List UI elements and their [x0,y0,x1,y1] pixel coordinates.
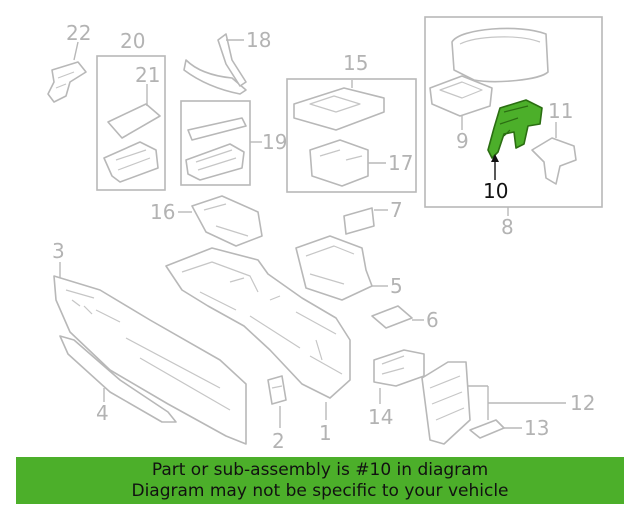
callout-11: 11 [548,99,573,123]
group-box-8 [424,16,603,208]
part-9[interactable] [429,75,493,117]
callout-9: 9 [456,129,469,153]
part-22[interactable] [47,61,87,103]
callout-14: 14 [368,405,393,429]
callout-17: 17 [388,151,413,175]
part-8-lid[interactable] [451,27,549,83]
part-17[interactable] [309,139,369,187]
callout-21: 21 [135,63,160,87]
part-18[interactable] [183,33,247,95]
part-16[interactable] [191,195,263,247]
part-3[interactable] [53,275,247,445]
callout-13: 13 [524,416,549,440]
part-11[interactable] [531,137,577,185]
banner-line-2: Diagram may not be specific to your vehi… [131,480,509,501]
part-14[interactable] [373,349,425,387]
part-1[interactable] [165,247,351,399]
part-5[interactable] [295,235,373,301]
group-box-15 [286,78,417,193]
callout-7: 7 [390,198,403,222]
info-banner: Part or sub-assembly is #10 in diagram D… [16,457,624,504]
callout-10: 10 [483,179,508,203]
part-19[interactable] [185,117,247,181]
banner-line-1: Part or sub-assembly is #10 in diagram [151,459,489,480]
group-box-19 [180,100,251,186]
callout-18: 18 [246,28,271,52]
callout-6: 6 [426,308,439,332]
part-7[interactable] [343,207,375,235]
callout-4: 4 [96,401,109,425]
callout-19: 19 [262,130,287,154]
part-10-highlighted[interactable] [487,99,543,159]
part-4[interactable] [59,335,177,423]
callout-1: 1 [319,421,332,445]
parts-diagram: 22 20 21 18 19 15 17 16 7 3 5 6 4 2 1 14… [47,16,603,453]
part-13[interactable] [469,419,505,439]
callout-8: 8 [501,215,514,239]
callout-16: 16 [150,200,175,224]
callout-20: 20 [120,29,145,53]
callout-5: 5 [390,274,403,298]
part-2[interactable] [267,375,287,405]
callout-2: 2 [272,429,285,453]
part-12[interactable] [421,361,471,445]
callout-3: 3 [52,239,65,263]
callout-12: 12 [570,391,595,415]
callout-15: 15 [343,51,368,75]
part-21[interactable] [103,103,161,183]
callout-22: 22 [66,21,91,45]
part-15[interactable] [293,87,385,131]
part-6[interactable] [371,305,413,329]
group-box-20 [96,55,166,191]
